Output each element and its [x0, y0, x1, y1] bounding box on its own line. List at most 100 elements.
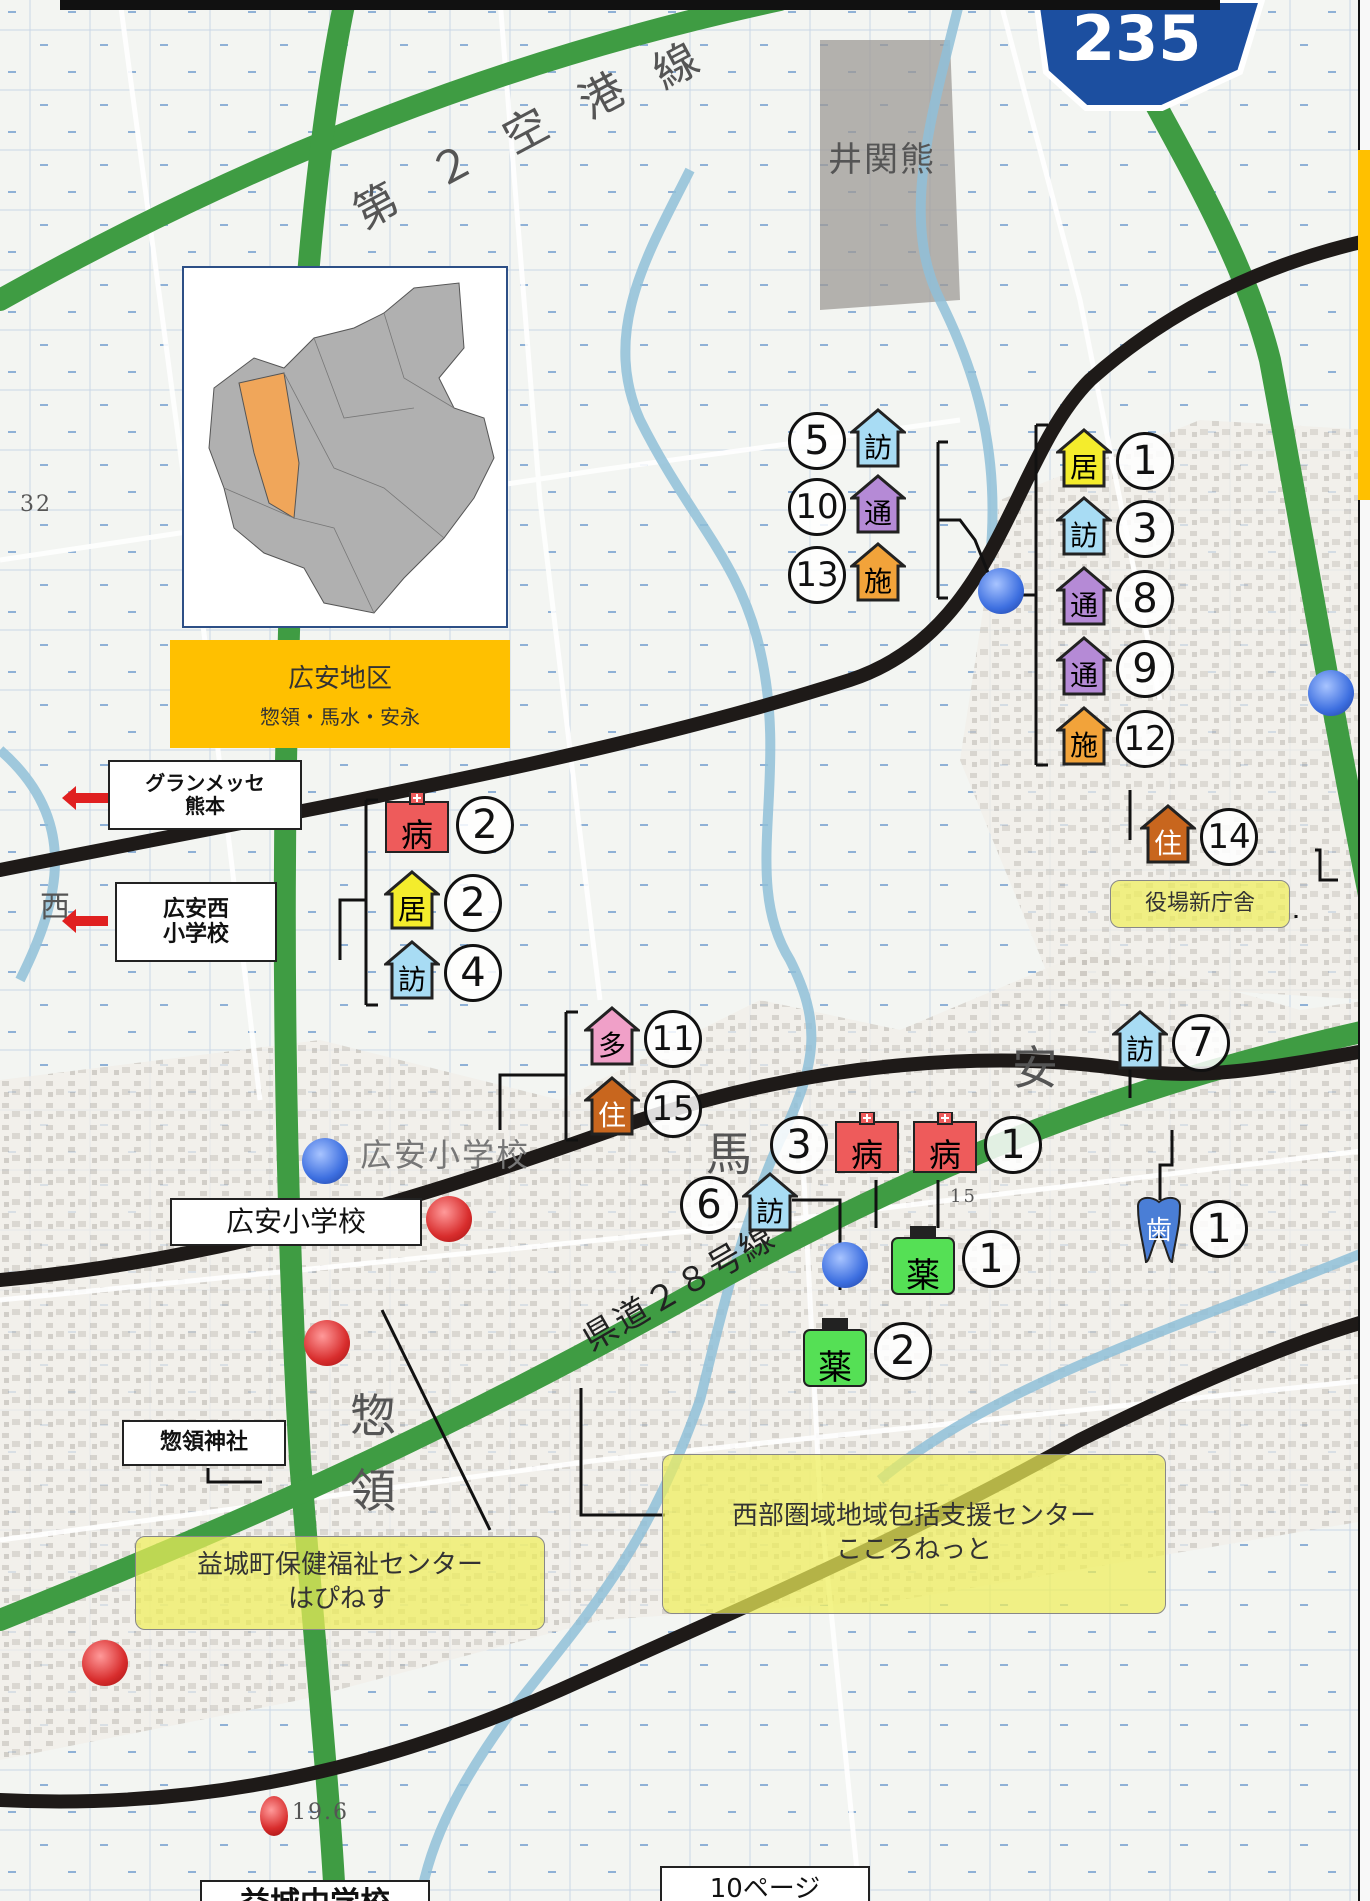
- marker-symbol: 施: [1069, 729, 1098, 762]
- label-hiroyasu-nishi-school[interactable]: 広安西 小学校: [115, 882, 277, 962]
- marker-number: 5: [788, 412, 846, 470]
- marker-symbol: 病: [850, 1136, 883, 1174]
- map-point-blue[interactable]: [822, 1242, 868, 1288]
- label-hapinesu[interactable]: 益城町保健福祉センター はぴねす: [135, 1536, 545, 1630]
- marker-houmon[interactable]: 訪: [384, 940, 440, 1000]
- marker-byoin[interactable]: 病: [832, 1112, 902, 1174]
- marker-tsusho[interactable]: 通: [1056, 566, 1112, 626]
- map-point-red[interactable]: [82, 1640, 128, 1686]
- marker-tsusho[interactable]: 通: [1056, 636, 1112, 696]
- label-town-office[interactable]: 役場新庁舎: [1110, 880, 1290, 928]
- marker-symbol: 訪: [863, 431, 892, 464]
- map-point-blue[interactable]: [978, 568, 1024, 614]
- marker-number: 1: [962, 1230, 1020, 1288]
- marker-jutaku[interactable]: 住: [584, 1076, 640, 1136]
- label-line: 小学校: [162, 921, 229, 947]
- marker-number: 9: [1116, 640, 1174, 698]
- marker-symbol: 病: [400, 816, 433, 854]
- marker-yakkyoku[interactable]: 薬: [888, 1226, 958, 1296]
- marker-number: 12: [1116, 710, 1174, 768]
- marker-number: 6: [680, 1176, 738, 1234]
- marker-number: 15: [644, 1080, 702, 1138]
- marker-symbol: 通: [1069, 589, 1098, 622]
- map-point-red[interactable]: [426, 1196, 472, 1242]
- marker-number: 14: [1200, 808, 1258, 866]
- marker-symbol: 住: [597, 1099, 626, 1132]
- marker-yakkyoku[interactable]: 薬: [800, 1318, 870, 1388]
- map-point-red[interactable]: [304, 1320, 350, 1366]
- district-label: 広安地区 惣領・馬水・安永: [170, 640, 510, 748]
- marker-symbol: 通: [863, 497, 892, 530]
- route-235-sign: [1032, 0, 1266, 111]
- road-label-airport: 第 ２ 空 港 線: [330, 30, 770, 240]
- elevation-19-6: 19.6: [292, 1800, 349, 1825]
- road-char: 線: [644, 32, 710, 100]
- marker-number: 13: [788, 546, 846, 604]
- marker-kyotaku[interactable]: 居: [1056, 428, 1112, 488]
- marker-number: 2: [456, 796, 514, 854]
- marker-number: 2: [874, 1322, 932, 1380]
- marker-byoin[interactable]: 病: [910, 1112, 980, 1174]
- page-number: 10ページ: [660, 1866, 870, 1901]
- marker-shisetsu[interactable]: 施: [850, 542, 906, 602]
- marker-symbol: 訪: [755, 1195, 784, 1228]
- map-point-blue[interactable]: [302, 1138, 348, 1184]
- marker-symbol: 薬: [906, 1256, 940, 1296]
- marker-number: 1: [1116, 432, 1174, 490]
- marker-symbol: 居: [397, 893, 426, 926]
- left-arrow-icon-grandmesse: [62, 786, 108, 810]
- label-line: はぴねす: [287, 1584, 392, 1614]
- road-char: 空: [494, 97, 560, 165]
- marker-shika[interactable]: 歯: [1132, 1196, 1186, 1264]
- marker-symbol: 住: [1153, 827, 1182, 860]
- place-soryo-2: 領: [350, 1464, 398, 1518]
- marker-number: 3: [770, 1116, 828, 1174]
- marker-symbol: 訪: [397, 963, 426, 996]
- marker-houmon[interactable]: 訪: [1112, 1010, 1168, 1070]
- marker-symbol: 訪: [1069, 519, 1098, 552]
- label-soryo-shrine[interactable]: 惣領神社: [122, 1420, 286, 1466]
- inset-map-svg: [208, 282, 495, 614]
- marker-houmon[interactable]: 訪: [742, 1172, 798, 1232]
- inset-map: [182, 266, 508, 628]
- marker-number: 2: [444, 874, 502, 932]
- marker-symbol: 施: [863, 565, 892, 598]
- marker-byoin[interactable]: 病: [382, 792, 452, 854]
- left-arrow-icon-hiroyasu-nishi: [62, 909, 108, 933]
- marker-shisetsu[interactable]: 施: [1056, 706, 1112, 766]
- map-point-blue[interactable]: [1308, 670, 1354, 716]
- marker-kyotaku[interactable]: 居: [384, 870, 440, 930]
- map-point-red[interactable]: [260, 1796, 288, 1836]
- label-kokoronetto[interactable]: 西部圏域地域包括支援センター こころねっと: [662, 1454, 1166, 1614]
- road-char: 港: [570, 62, 636, 130]
- label-line: 広安西: [162, 895, 229, 922]
- marker-number: 1: [984, 1116, 1042, 1174]
- marker-houmon[interactable]: 訪: [850, 408, 906, 468]
- marker-jutaku[interactable]: 住: [1140, 804, 1196, 864]
- label-line: こころねっと: [835, 1535, 992, 1565]
- right-edge-accent: [1358, 150, 1370, 500]
- place-uma: 馬: [706, 1127, 754, 1181]
- elevation-15: 15: [950, 1186, 977, 1207]
- label-mashiki-jhs[interactable]: 益城中学校: [200, 1880, 430, 1901]
- marker-number: 11: [644, 1010, 702, 1068]
- marker-symbol: 歯: [1145, 1216, 1172, 1246]
- marker-symbol: 薬: [818, 1348, 852, 1388]
- label-line: 熊本: [185, 794, 225, 818]
- label-grandmesse[interactable]: グランメッセ 熊本: [108, 760, 302, 830]
- marker-tsusho[interactable]: 通: [850, 474, 906, 534]
- label-hiroyasu-school[interactable]: 広安小学校: [170, 1198, 422, 1246]
- label-line: 益城町保健福祉センター: [196, 1550, 483, 1581]
- marker-symbol: 居: [1069, 451, 1098, 484]
- marker-taki[interactable]: 多: [584, 1006, 640, 1066]
- marker-number: 4: [444, 944, 502, 1002]
- place-an: 安: [1012, 1041, 1060, 1095]
- marker-symbol: 通: [1069, 659, 1098, 692]
- marker-number: 3: [1116, 500, 1174, 558]
- district-sub: 惣領・馬水・安永: [260, 705, 420, 729]
- marker-houmon[interactable]: 訪: [1056, 496, 1112, 556]
- road-char: 第: [344, 172, 410, 240]
- district-name: 広安地区: [287, 664, 392, 694]
- marker-number: 8: [1116, 570, 1174, 628]
